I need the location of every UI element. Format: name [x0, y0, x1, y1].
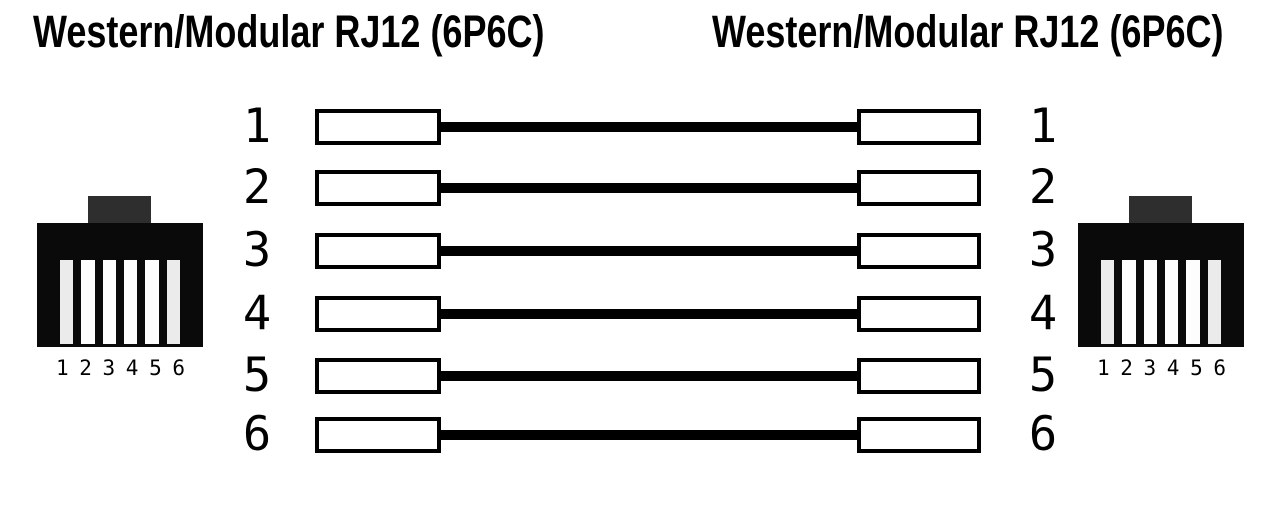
- right-pin-terminal: [857, 109, 981, 145]
- left-pin-number: 3: [242, 223, 272, 278]
- left-pin-number: 6: [242, 407, 272, 462]
- right-pin-number: 1: [1028, 99, 1058, 154]
- wire: [438, 122, 860, 132]
- left-pin-terminal: [315, 109, 441, 145]
- wire-row-6: 6 6: [0, 407, 1280, 462]
- right-pin-number: 4: [1028, 286, 1058, 341]
- connector-pin-slot: [1101, 260, 1115, 344]
- wire-row-2: 2 2: [0, 160, 1280, 215]
- right-pin-terminal: [857, 417, 981, 453]
- left-pin-number: 2: [242, 160, 272, 215]
- right-pin-terminal: [857, 358, 981, 394]
- wire: [438, 183, 860, 193]
- right-pin-terminal: [857, 296, 981, 332]
- left-connector-title: Western/Modular RJ12 (6P6C): [33, 6, 545, 57]
- left-pin-terminal: [315, 170, 441, 206]
- connector-pin-slot: [1186, 260, 1200, 344]
- connector-pin-slot: [81, 260, 95, 344]
- right-pin-terminal: [857, 170, 981, 206]
- left-pin-number: 1: [242, 99, 272, 154]
- left-pin-number: 5: [242, 348, 272, 403]
- right-pin-number: 3: [1028, 223, 1058, 278]
- connector-pin-slot: [123, 260, 138, 344]
- connector-clip-tab: [88, 196, 151, 225]
- wire-row-5: 5 5: [0, 348, 1280, 403]
- connector-pin-slot: [1122, 260, 1136, 344]
- left-pin-numbers-label: 1 2 3 4 5 6: [55, 356, 185, 380]
- connector-pin-slot: [60, 260, 74, 344]
- right-pin-number: 2: [1028, 160, 1058, 215]
- right-pin-number: 5: [1028, 348, 1058, 403]
- connector-pin-slot: [166, 260, 180, 344]
- left-pin-number: 4: [242, 286, 272, 341]
- left-pin-terminal: [315, 296, 441, 332]
- connector-pin-slot: [1143, 260, 1157, 344]
- right-pin-terminal: [857, 233, 981, 269]
- right-pin-numbers-label: 1 2 3 4 5 6: [1096, 356, 1226, 380]
- wire: [438, 309, 860, 319]
- left-pin-terminal: [315, 233, 441, 269]
- wire: [438, 430, 860, 440]
- connector-body: [37, 223, 203, 347]
- connector-pin-slot: [102, 260, 116, 344]
- wire-row-4: 4 4: [0, 286, 1280, 341]
- left-pin-terminal: [315, 358, 441, 394]
- left-pin-terminal: [315, 417, 441, 453]
- right-pin-number: 6: [1028, 407, 1058, 462]
- wire-row-1: 1 1: [0, 99, 1280, 154]
- right-connector-title: Western/Modular RJ12 (6P6C): [712, 6, 1224, 57]
- wire: [438, 246, 860, 256]
- connector-clip-tab: [1129, 196, 1192, 225]
- connector-body: [1078, 223, 1244, 347]
- wire-row-3: 3 3: [0, 223, 1280, 278]
- connector-pin-slot: [1164, 260, 1179, 344]
- connector-pin-slot: [1207, 260, 1221, 344]
- wire: [438, 371, 860, 381]
- connector-pin-slot: [145, 260, 159, 344]
